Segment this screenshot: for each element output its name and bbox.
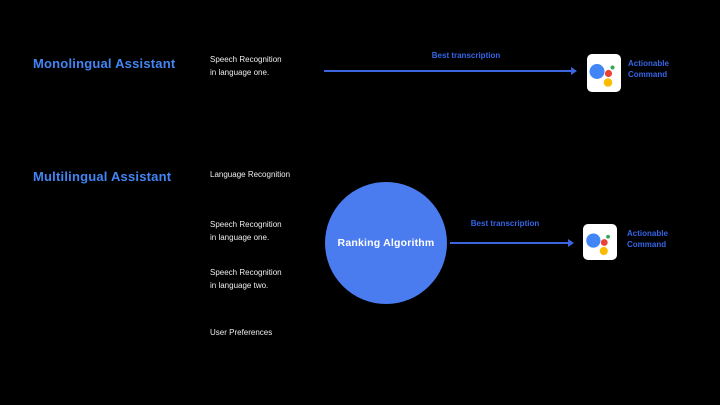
multilingual-step-speech-recognition-one: Speech Recognition in language one.	[210, 220, 282, 242]
ranking-algorithm-node: Ranking Algorithm	[325, 182, 447, 304]
multilingual-step-language-recognition: Language Recognition	[210, 170, 291, 179]
google-assistant-icon-glyph	[586, 233, 610, 256]
multilingual-step-user-preferences: User Preferences	[210, 328, 273, 337]
multilingual-step-speech-recognition-two: Speech Recognition in language two.	[210, 268, 282, 290]
google-assistant-icon-glyph	[589, 64, 615, 87]
monolingual-output-label: Actionable Command	[628, 59, 669, 79]
monolingual-section-title: Monolingual Assistant	[33, 56, 176, 71]
monolingual-arrow-label: Best transcription	[431, 51, 501, 60]
arrow-line	[450, 242, 568, 244]
arrow-head-icon	[568, 239, 574, 247]
google-assistant-icon	[587, 54, 621, 92]
monolingual-step-speech-recognition-one: Speech Recognition in language one.	[210, 55, 282, 77]
arrow-line	[324, 70, 571, 72]
arrow-head-icon	[571, 67, 577, 75]
multilingual-arrow-label: Best transcription	[470, 219, 540, 228]
ranking-algorithm-label: Ranking Algorithm	[337, 237, 435, 249]
google-assistant-icon	[583, 224, 617, 260]
multilingual-section-title: Multilingual Assistant	[33, 169, 172, 184]
multilingual-output-label: Actionable Command	[627, 229, 668, 249]
